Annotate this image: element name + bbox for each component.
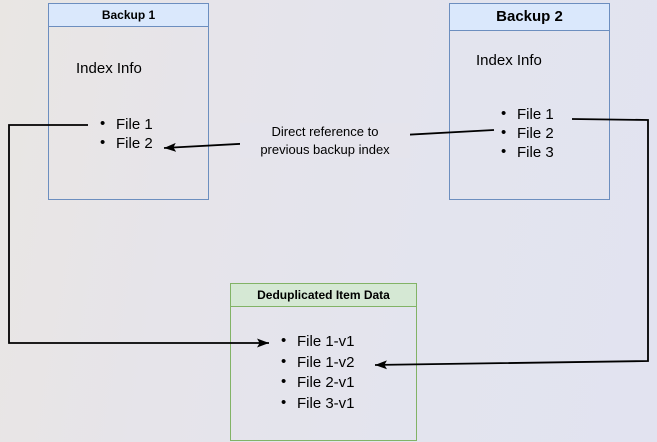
backup2-index-info-label: Index Info — [476, 52, 542, 69]
annotation-line-2: previous backup index — [260, 141, 390, 157]
list-item: File 2-v1 — [281, 372, 355, 394]
backup1-title: Backup 1 — [49, 4, 208, 27]
annotation-line-1: Direct reference to — [271, 124, 379, 139]
list-item: File 1-v1 — [281, 331, 355, 353]
list-item: File 3-v1 — [281, 393, 355, 415]
backup2-title: Backup 2 — [450, 4, 609, 31]
dedup-title: Deduplicated Item Data — [231, 284, 416, 307]
backup2-file-list: File 1 File 2 File 3 — [501, 104, 554, 162]
direct-reference-annotation: Direct reference to previous backup inde… — [240, 123, 410, 158]
list-item: File 2 — [501, 123, 554, 143]
list-item: File 3 — [501, 142, 554, 162]
list-item: File 1 — [501, 104, 554, 124]
backup1-index-info-label: Index Info — [76, 60, 142, 77]
list-item: File 2 — [100, 133, 153, 153]
backup2-box: Backup 2 Index Info File 1 File 2 File 3 — [449, 3, 610, 200]
dedup-file-list: File 1-v1 File 1-v2 File 2-v1 File 3-v1 — [281, 331, 355, 415]
list-item: File 1-v2 — [281, 352, 355, 374]
dedup-box: Deduplicated Item Data File 1-v1 File 1-… — [230, 283, 417, 441]
list-item: File 1 — [100, 114, 153, 134]
backup1-box: Backup 1 Index Info File 1 File 2 — [48, 3, 209, 200]
backup1-file-list: File 1 File 2 — [100, 114, 153, 153]
